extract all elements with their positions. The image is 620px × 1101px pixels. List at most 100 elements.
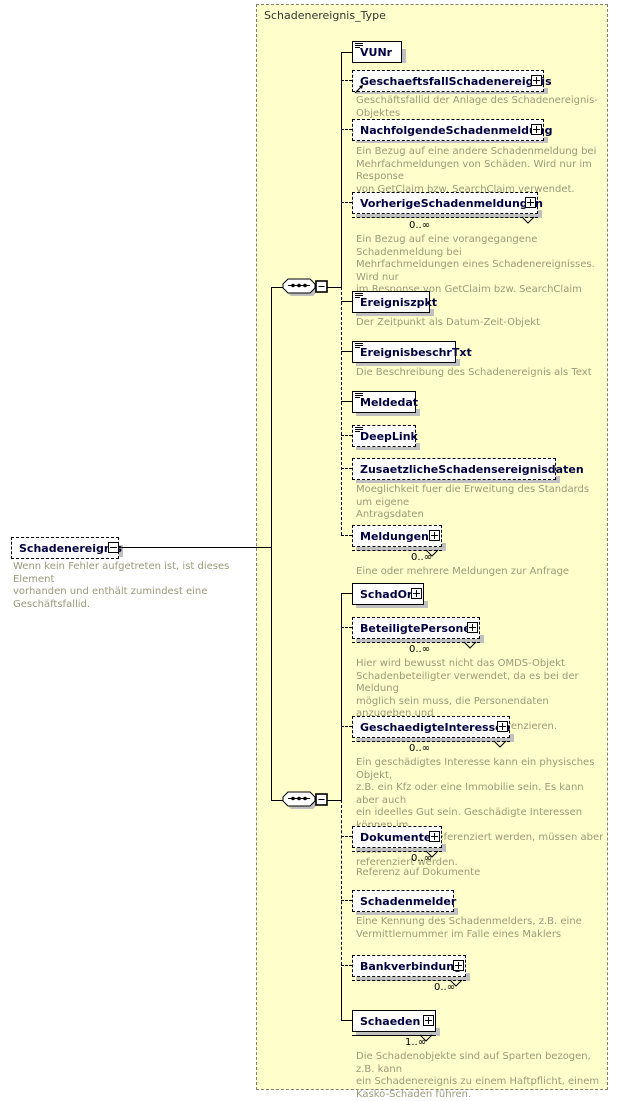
repeat-chevron-meldungen — [425, 543, 439, 562]
doc-ereigniszpkt: Der Zeitpunkt als Datum-Zeit-Objekt — [356, 317, 540, 328]
connector-beteiligtepersonen — [341, 627, 352, 628]
element-label-ereignisbeschrtxt: EreignisbeschrTxt — [360, 345, 472, 359]
element-nachfolgendeschadenmeldung[interactable]: NachfolgendeSchadenmeldung — [352, 119, 553, 141]
multiplicity-vorherigeschadenmeldungen: 0..∞ — [409, 220, 431, 231]
group2-trunk-dashed — [341, 800, 342, 970]
repeat-indicator-meldungen — [352, 550, 442, 551]
element-bankverbindung[interactable]: Bankverbindung — [352, 955, 466, 977]
element-label-geschaedigteinteressen: GeschaedigteInteressen — [360, 720, 511, 734]
multiplicity-geschaedigteinteressen: 0..∞ — [409, 743, 431, 754]
connector-ereignisbeschrtxt — [341, 351, 352, 352]
group1-trunk — [341, 52, 342, 288]
doc-ereignisbeschrtxt: Die Beschreibung des Schadenereignis als… — [356, 367, 592, 378]
element-label-dokumente: Dokumente — [360, 830, 432, 844]
sequence-compositor-2[interactable] — [280, 789, 330, 817]
element-label-zusaetzlicheschadensereignisdaten: ZusaetzlicheSchadensereignisdaten — [360, 462, 584, 476]
repeat-chevron-schaeden — [419, 1028, 433, 1047]
root-element-label: Schadenereignis — [19, 541, 123, 555]
repeat-indicator-beteiligtepersonen — [352, 642, 480, 643]
node-shadow-schaeden — [356, 1028, 440, 1036]
element-label-vorherigeschadenmeldungen: VorherigeSchadenmeldungen — [360, 196, 543, 210]
expander-schaeden[interactable] — [423, 1015, 434, 1026]
multiplicity-meldungen: 0..∞ — [411, 552, 433, 563]
connector-type-vertical — [271, 287, 272, 801]
connector-bankverbindung — [341, 965, 352, 966]
expander-bankverbindung[interactable] — [453, 960, 464, 971]
repeat-chevron-beteiligtepersonen — [463, 635, 477, 654]
simple-type-icon-vunr — [355, 43, 363, 49]
element-geschaedigteinteressen[interactable]: GeschaedigteInteressen — [352, 716, 510, 738]
connector-schaeden — [341, 1020, 352, 1021]
element-label-ereigniszpkt: Ereigniszpkt — [360, 295, 438, 309]
doc-zusaetzlicheschadensereignisdaten: Moeglichkeit fuer die Erweitung des Stan… — [356, 484, 590, 520]
connector-zusaetzliche — [341, 468, 352, 469]
node-shadow-geschaedigteinteressen — [356, 734, 514, 742]
node-shadow-bankverbindung — [356, 973, 470, 981]
doc-schadenmelder: Eine Kennung des Schadenmelders, z.B. ei… — [356, 916, 582, 940]
element-zusaetzlicheschadensereignisdaten[interactable]: ZusaetzlicheSchadensereignisdaten — [352, 458, 584, 480]
reference-arrow-icon-geschaeftsfallschadenereignis — [354, 79, 364, 98]
element-schadenmelder[interactable]: Schadenmelder — [352, 890, 457, 912]
element-label-schadenmelder: Schadenmelder — [360, 894, 457, 908]
element-label-meldungen: Meldungen — [360, 529, 429, 543]
element-schaeden[interactable]: Schaeden — [352, 1010, 436, 1032]
element-dokumente[interactable]: Dokumente — [352, 826, 442, 848]
element-ereigniszpkt[interactable]: Ereigniszpkt — [352, 291, 437, 313]
multiplicity-dokumente: 0..∞ — [411, 853, 433, 864]
root-element-schadenereignis[interactable]: Schadenereignis — [11, 537, 123, 559]
root-collapse-expander[interactable] — [108, 542, 119, 553]
element-label-nachfolgendeschadenmeldung: NachfolgendeSchadenmeldung — [360, 123, 553, 137]
simple-type-icon-ereigniszpkt — [355, 293, 363, 299]
connector-dokumente — [341, 836, 352, 837]
element-vunr[interactable]: VUNr — [352, 41, 402, 63]
connector-deeplink — [341, 435, 352, 436]
expander-dokumente[interactable] — [429, 831, 440, 842]
element-schadort[interactable]: SchadOrt — [352, 583, 424, 605]
expander-meldungen[interactable] — [429, 530, 440, 541]
element-label-deeplink: DeepLink — [360, 429, 418, 443]
element-beteiligtepersonen[interactable]: BeteiligtePersonen — [352, 617, 480, 639]
repeat-indicator-dokumente — [352, 851, 442, 852]
group1-trunk-dashed — [341, 287, 342, 535]
repeat-chevron-geschaedigteinteressen — [493, 734, 507, 753]
sequence-compositor-1[interactable] — [280, 276, 330, 304]
multiplicity-bankverbindung: 0..∞ — [434, 982, 456, 993]
element-meldedat[interactable]: Meldedat — [352, 391, 419, 413]
connector-vorherige — [341, 202, 352, 203]
element-label-bankverbindung: Bankverbindung — [360, 959, 462, 973]
connector-seq1-in — [271, 287, 283, 288]
expander-geschaedigteinteressen[interactable] — [497, 721, 508, 732]
repeat-indicator-vorherigeschadenmeldungen — [352, 217, 538, 218]
expander-vorherigeschadenmeldungen[interactable] — [525, 197, 536, 208]
doc-dokumente: Referenz auf Dokumente — [356, 867, 481, 878]
doc-geschaedigteinteressen: Ein geschädigtes Interesse kann ein phys… — [356, 757, 604, 868]
doc-meldungen: Eine oder mehrere Meldungen zur Anfrage — [356, 566, 570, 577]
simple-type-icon-deeplink — [355, 427, 363, 433]
element-label-beteiligtepersonen: BeteiligtePersonen — [360, 621, 479, 635]
doc-schaeden: Die Schadenobjekte sind auf Sparten bezo… — [356, 1051, 600, 1100]
element-geschaeftsfallschadenereignis[interactable]: GeschaeftsfallSchadenereignis — [352, 70, 552, 92]
simple-type-icon-meldedat — [355, 393, 363, 399]
element-label-meldedat: Meldedat — [360, 395, 419, 409]
expander-geschaeftsfallschadenereignis[interactable] — [531, 75, 542, 86]
connector-meldedat — [341, 401, 352, 402]
expander-nachfolgendeschadenmeldung[interactable] — [531, 124, 542, 135]
connector-geschaeftsfall — [341, 80, 352, 81]
repeat-chevron-bankverbindung — [449, 973, 463, 992]
element-meldungen[interactable]: Meldungen — [352, 525, 442, 547]
connector-nachfolgende — [341, 129, 352, 130]
connector-meldungen — [341, 535, 352, 536]
doc-nachfolgendeschadenmeldung: Ein Bezug auf eine andere Schadenmeldung… — [356, 146, 597, 195]
multiplicity-schaeden: 1..∞ — [405, 1037, 427, 1048]
node-shadow-meldungen — [356, 543, 446, 551]
expander-beteiligtepersonen[interactable] — [467, 622, 478, 633]
element-ereignisbeschrtxt[interactable]: EreignisbeschrTxt — [352, 341, 472, 363]
connector-ereigniszpkt — [341, 301, 352, 302]
expander-schadort[interactable] — [411, 588, 422, 599]
node-shadow-vorherige — [356, 210, 542, 218]
element-vorherigeschadenmeldungen[interactable]: VorherigeSchadenmeldungen — [352, 192, 543, 214]
element-deeplink[interactable]: DeepLink — [352, 425, 418, 447]
connector-root-to-type — [119, 547, 271, 548]
connector-schadenmelder — [341, 900, 352, 901]
